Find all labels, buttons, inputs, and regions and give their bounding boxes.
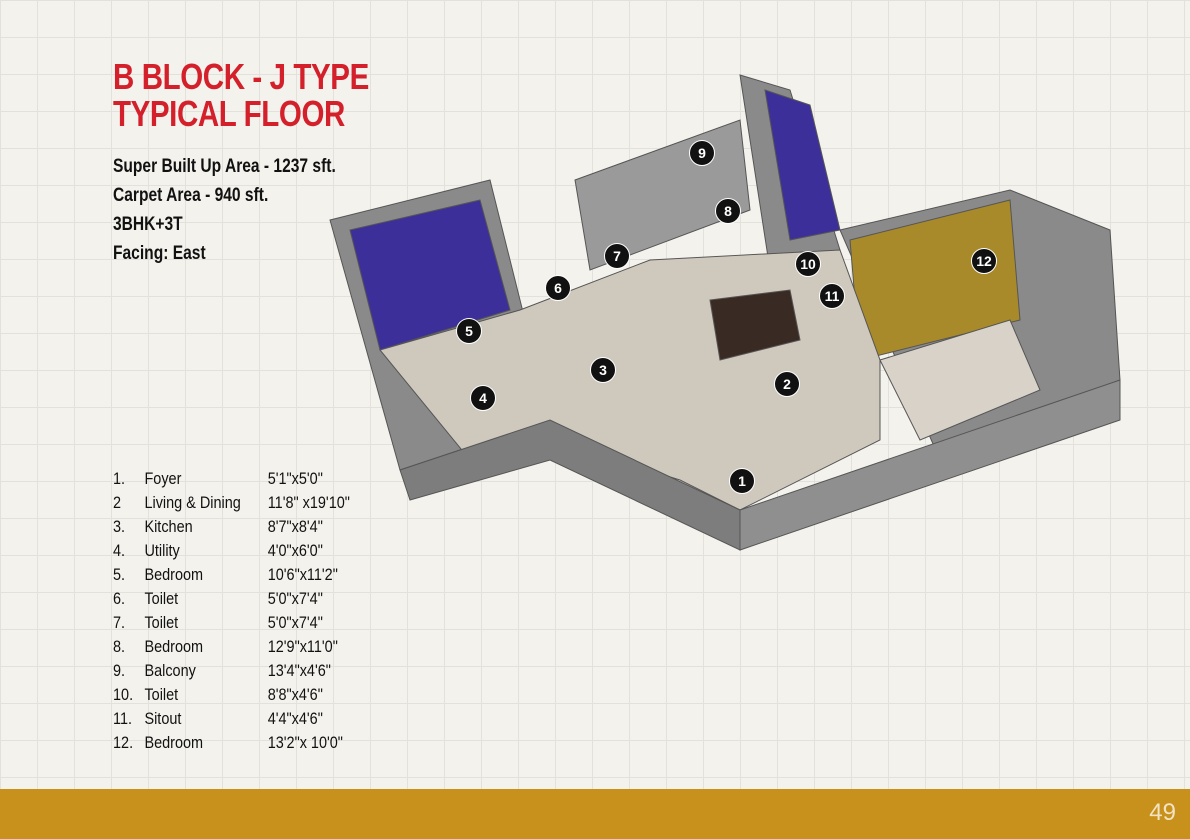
- room-row: 1. Foyer 5'1"x5'0": [113, 467, 350, 491]
- purple-wall: [349, 199, 511, 351]
- room-number: 2: [113, 493, 122, 512]
- marker-8: 8: [715, 198, 741, 224]
- room-number: 1.: [113, 469, 126, 488]
- room-number: 5.: [113, 565, 126, 584]
- room-name: Utility: [144, 541, 180, 560]
- marker-4: 4: [470, 385, 496, 411]
- facing: Facing: East: [113, 243, 206, 264]
- room-size: 5'0"x7'4": [267, 613, 323, 632]
- room-row: 12. Bedroom 13'2"x 10'0": [113, 731, 350, 755]
- marker-5: 5: [456, 318, 482, 344]
- room-size: 10'6"x11'2": [267, 565, 338, 584]
- room-row: 3. Kitchen 8'7"x8'4": [113, 515, 350, 539]
- marker-7: 7: [604, 243, 630, 269]
- room-number: 9.: [113, 661, 126, 680]
- room-row: 6. Toilet 5'0"x7'4": [113, 587, 350, 611]
- marker-10: 10: [795, 251, 821, 277]
- balcony-wall: [574, 119, 751, 271]
- room-number: 10.: [113, 685, 134, 704]
- room-name: Balcony: [144, 661, 196, 680]
- room-number: 12.: [113, 733, 134, 752]
- marker-6: 6: [545, 275, 571, 301]
- title-line-1: B BLOCK - J TYPE: [113, 56, 369, 97]
- marker-9: 9: [689, 140, 715, 166]
- room-row: 2 Living & Dining 11'8" x19'10": [113, 491, 350, 515]
- marker-1: 1: [729, 468, 755, 494]
- title-line-2: TYPICAL FLOOR: [113, 93, 345, 134]
- floor-plan-3d: [329, 74, 1121, 551]
- marker-12: 12: [971, 248, 997, 274]
- room-row: 10. Toilet 8'8"x4'6": [113, 683, 350, 707]
- room-size: 8'7"x8'4": [267, 517, 323, 536]
- room-size: 11'8" x19'10": [267, 493, 350, 512]
- room-number: 3.: [113, 517, 126, 536]
- page-title: B BLOCK - J TYPE TYPICAL FLOOR: [113, 58, 369, 132]
- room-name: Kitchen: [144, 517, 193, 536]
- page-number: 49: [1149, 799, 1176, 826]
- configuration: 3BHK+3T: [113, 214, 183, 235]
- room-row: 5. Bedroom 10'6"x11'2": [113, 563, 350, 587]
- room-size: 5'1"x5'0": [267, 469, 323, 488]
- marker-3: 3: [590, 357, 616, 383]
- room-number: 6.: [113, 589, 126, 608]
- room-size: 4'4"x4'6": [267, 709, 323, 728]
- room-size: 12'9"x11'0": [267, 637, 338, 656]
- carpet-area: Carpet Area - 940 sft.: [113, 185, 269, 206]
- room-name: Toilet: [144, 589, 179, 608]
- room-name: Bedroom: [144, 565, 204, 584]
- room-name: Sitout: [144, 709, 182, 728]
- room-schedule: 1. Foyer 5'1"x5'0" 2 Living & Dining 11'8" x1…: [113, 467, 350, 755]
- marker-2: 2: [774, 371, 800, 397]
- specs: Super Built Up Area - 1237 sft. Carpet A…: [113, 152, 336, 268]
- room-size: 13'4"x4'6": [267, 661, 331, 680]
- room-name: Toilet: [144, 613, 179, 632]
- room-name: Bedroom: [144, 637, 204, 656]
- room-name: Toilet: [144, 685, 179, 704]
- room-number: 11.: [113, 709, 133, 728]
- room-row: 8. Bedroom 12'9"x11'0": [113, 635, 350, 659]
- bedroom-12-floor: [879, 319, 1041, 441]
- room-name: Bedroom: [144, 733, 204, 752]
- room-number: 4.: [113, 541, 126, 560]
- dining-table: [709, 289, 801, 361]
- room-size: 13'2"x 10'0": [267, 733, 343, 752]
- room-size: 8'8"x4'6": [267, 685, 323, 704]
- super-built-up-area: Super Built Up Area - 1237 sft.: [113, 156, 336, 177]
- room-name: Foyer: [144, 469, 182, 488]
- room-name: Living & Dining: [144, 493, 241, 512]
- room-size: 5'0"x7'4": [267, 589, 323, 608]
- room-row: 4. Utility 4'0"x6'0": [113, 539, 350, 563]
- right-front-wall: [739, 379, 1121, 551]
- room-number: 7.: [113, 613, 126, 632]
- room-size: 4'0"x6'0": [267, 541, 323, 560]
- marker-11: 11: [819, 283, 845, 309]
- room-row: 11. Sitout 4'4"x4'6": [113, 707, 350, 731]
- footer-bar: 49: [0, 789, 1190, 839]
- room-number: 8.: [113, 637, 126, 656]
- room-row: 7. Toilet 5'0"x7'4": [113, 611, 350, 635]
- room-row: 9. Balcony 13'4"x4'6": [113, 659, 350, 683]
